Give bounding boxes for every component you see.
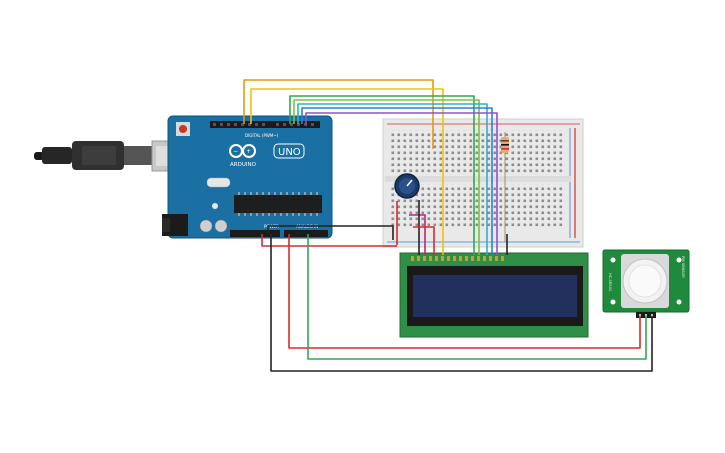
arduino-logo-icon: − + (229, 144, 256, 158)
resistor-icon (501, 132, 509, 242)
wire-blue-top (301, 107, 493, 255)
analog-header (284, 230, 328, 237)
power-header (230, 230, 280, 237)
potentiometer-icon[interactable] (394, 173, 420, 199)
wire-red-pir (288, 234, 641, 349)
wire-magenta (409, 214, 426, 255)
pir-label-side: HC-SR501 (608, 273, 612, 291)
arduino-model: UNO (278, 147, 301, 158)
usb-cable-icon (34, 140, 183, 172)
wire-green-top (289, 95, 475, 255)
wire-cyan-top (297, 103, 488, 255)
wire-yellow (250, 88, 444, 255)
wires (243, 79, 653, 372)
arduino-brand: ARDUINO (230, 162, 257, 168)
wire-orange (243, 79, 434, 149)
wire-black-pir (270, 234, 653, 372)
wire-red-5v (261, 234, 397, 247)
wire-black-gnd (267, 225, 394, 240)
wire-red-lcd (413, 226, 435, 255)
pir-label-top: PIR SENSOR (681, 256, 685, 278)
atmega-chip (234, 195, 322, 213)
lcd-display (399, 252, 589, 338)
wire-green-pir (307, 234, 647, 360)
arduino-uno-board: DIGITAL (PWM~) − + ARDUINO UNO (162, 115, 333, 239)
wire-lightgreen-top (293, 99, 480, 255)
digital-label: DIGITAL (PWM~) (245, 133, 279, 138)
pir-sensor: HC-SR501 PIR SENSOR (602, 249, 690, 318)
wire-purple-top (305, 112, 498, 255)
svg-text:+: + (246, 148, 251, 155)
svg-text:−: − (233, 148, 238, 155)
